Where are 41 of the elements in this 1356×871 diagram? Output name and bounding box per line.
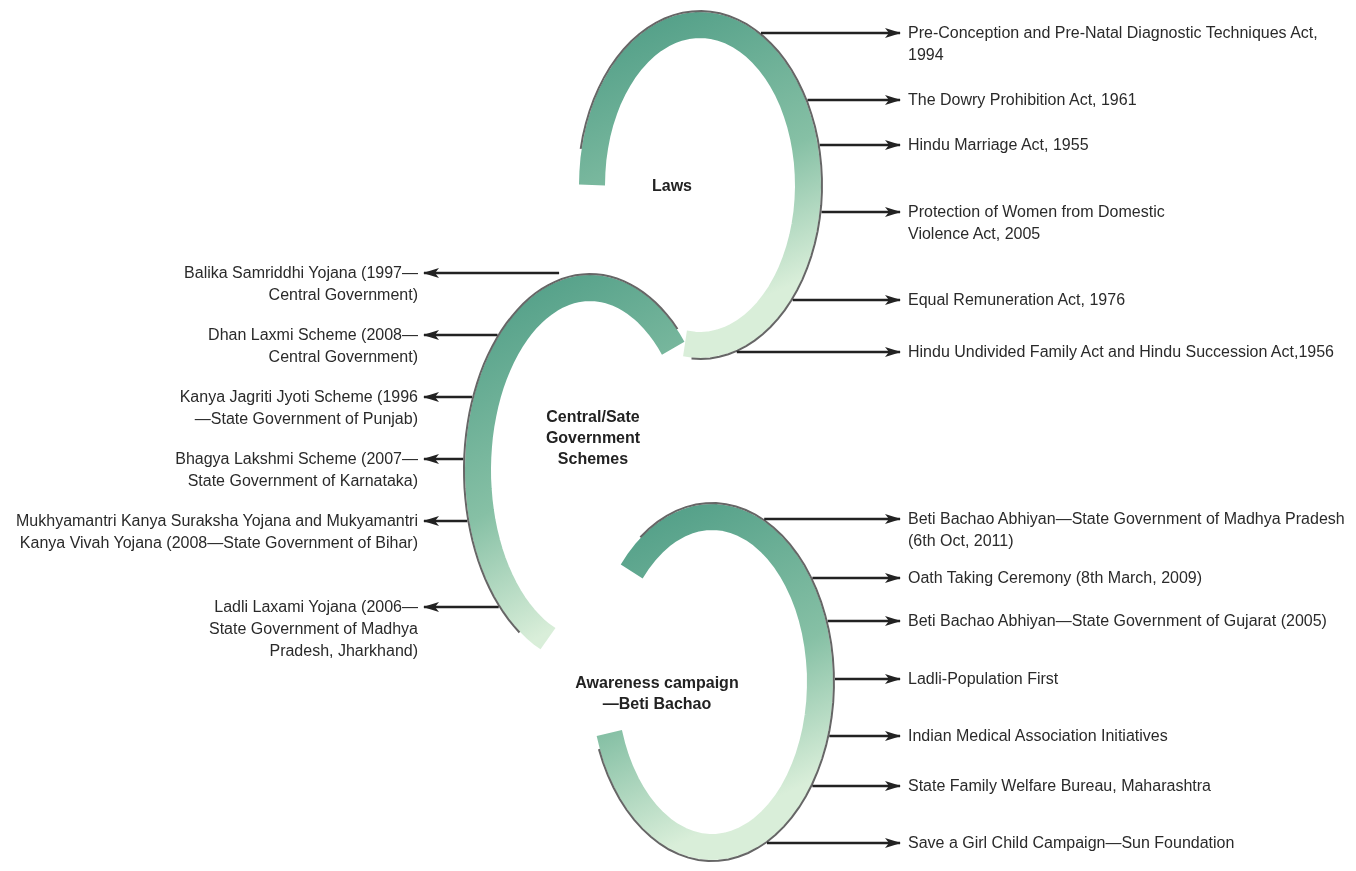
arrow [761, 28, 901, 38]
arrow [829, 731, 901, 741]
list-item-text: Save a Girl Child Campaign—Sun Foundation [908, 832, 1353, 854]
arrow [764, 514, 901, 524]
list-item-text: Ladli-Population First [908, 668, 1353, 690]
list-item-text: Protection of Women from Domestic Violence Act, 2005 [908, 201, 1208, 245]
arrow [792, 295, 901, 305]
arrow [812, 573, 901, 583]
arrow [827, 616, 901, 626]
list-item-text: Pre-Conception and Pre-Natal Diagnostic Techniques Act, 1994 [908, 22, 1353, 66]
list-item-text: Oath Taking Ceremony (8th March, 2009) [908, 567, 1353, 589]
list-item-text: Ladli Laxami Yojana (2006—State Government of Madhya Pradesh, Jharkhand) [190, 596, 418, 662]
list-item-text: Beti Bachao Abhiyan—State Government of Madhya Pradesh (6th Oct, 2011) [908, 508, 1353, 552]
list-item-text: Hindu Marriage Act, 1955 [908, 134, 1353, 156]
arrow [423, 602, 499, 612]
list-item-text: Equal Remuneration Act, 1976 [908, 289, 1353, 311]
arrow [423, 454, 464, 464]
arrow [807, 95, 901, 105]
arrow [423, 268, 560, 278]
arrow [423, 392, 472, 402]
arrow [812, 781, 901, 791]
list-item-text: Hindu Undivided Family Act and Hindu Succession Act,1956 [908, 341, 1353, 363]
arrow [821, 207, 901, 217]
category-title: Central/Sate Government Schemes [544, 406, 642, 469]
list-item-text: Kanya Jagriti Jyoti Scheme (1996—State Government of Punjab) [166, 386, 418, 430]
list-item-text: Indian Medical Association Initiatives [908, 725, 1353, 747]
arrow [736, 347, 901, 357]
category-title: Awareness campaign—Beti Bachao [574, 673, 740, 714]
list-item-text: Balika Samriddhi Yojana (1997—Central Government) [178, 262, 418, 306]
arrow [835, 674, 901, 684]
list-item-text: State Family Welfare Bureau, Maharashtra [908, 775, 1353, 797]
list-item-text: Beti Bachao Abhiyan—State Government of Gujarat (2005) [908, 610, 1353, 632]
list-item-text: Dhan Laxmi Scheme (2008—Central Government) [178, 324, 418, 368]
list-item-text: Bhagya Lakshmi Scheme (2007—State Government of Karnataka) [154, 448, 418, 492]
arrow [423, 330, 498, 340]
arrow [819, 140, 901, 150]
list-item-text: The Dowry Prohibition Act, 1961 [908, 89, 1353, 111]
list-item-text: Mukhyamantri Kanya Suraksha Yojana and Mukyamantri Kanya Vivah Yojana (2008—State Government of Bihar) [3, 510, 418, 554]
arrow [767, 838, 901, 848]
category-title: Laws [651, 175, 693, 196]
arrow [423, 516, 468, 526]
